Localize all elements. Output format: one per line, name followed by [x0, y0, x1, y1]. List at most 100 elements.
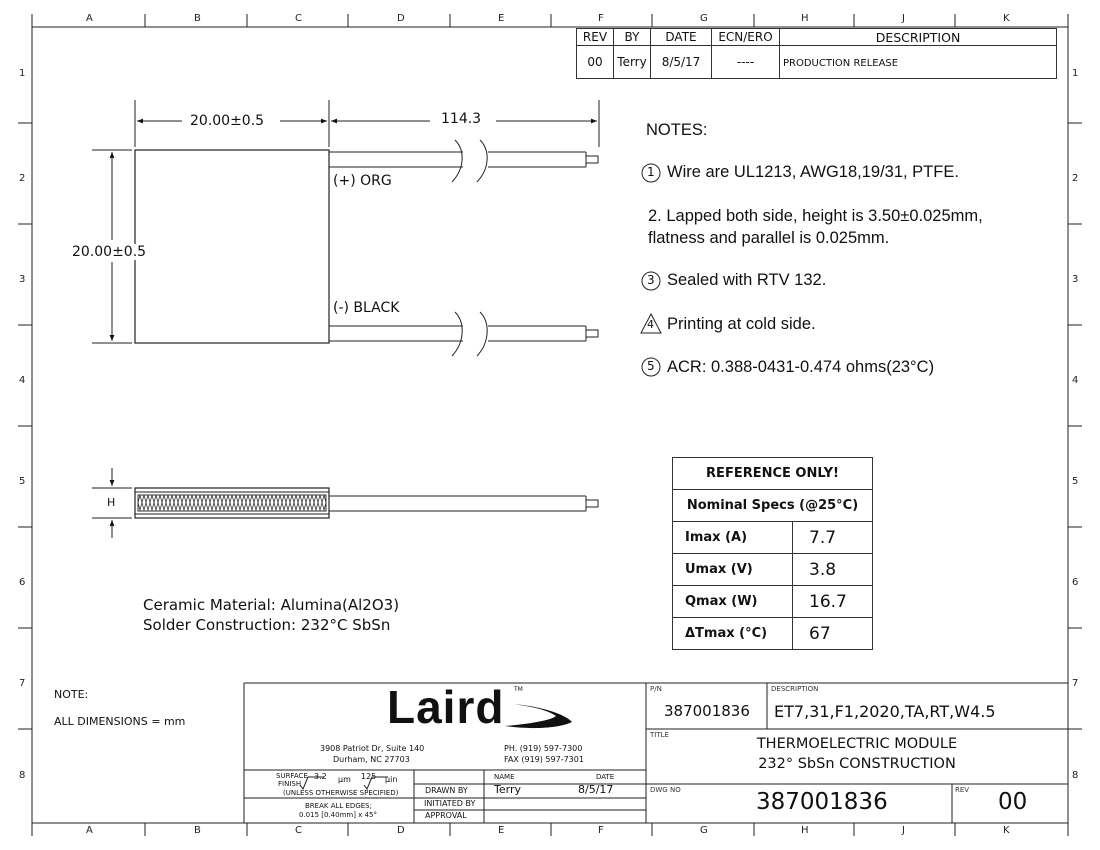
- note-2-line-1: 2. Lapped both side, height is 3.50±0.02…: [648, 207, 983, 225]
- zone-col-d-top: D: [397, 13, 405, 24]
- zone-col-j-top: J: [902, 13, 905, 24]
- zone-col-g-top: G: [700, 13, 708, 24]
- date-header: DATE: [650, 28, 712, 46]
- negative-wire: [329, 311, 599, 357]
- zone-row-7-right: 7: [1072, 678, 1079, 689]
- by-header: BY: [613, 28, 651, 46]
- zone-col-a-top: A: [86, 13, 93, 24]
- company-fax: FAX (919) 597-7301: [504, 755, 584, 764]
- zone-col-b-bottom: B: [194, 825, 201, 836]
- note-5: ACR: 0.388-0431-0.474 ohms(23°C): [667, 358, 935, 376]
- spec-value: 16.7: [792, 585, 873, 618]
- thickness-dimension: H: [107, 496, 116, 509]
- spec-row: Umax (V) 3.8: [672, 553, 873, 586]
- drawn-by-value: Terry: [494, 783, 521, 796]
- revision-block: REV BY DATE ECN/ERO DESCRIPTION 00 Terry…: [576, 28, 1057, 79]
- height-dimension: 20.00±0.5: [72, 244, 147, 260]
- finish-label: FINISH: [278, 780, 302, 788]
- note-4-marker: 4: [647, 318, 654, 331]
- zone-row-1-left: 1: [19, 68, 26, 79]
- negative-wire-label: (-) BLACK: [333, 300, 400, 316]
- company-address-1: 3908 Patriot Dr, Suite 140: [320, 744, 425, 753]
- note-2-line-2: flatness and parallel is 0.025mm.: [648, 229, 890, 247]
- note-4: Printing at cold side.: [667, 315, 816, 333]
- zone-col-a-bottom: A: [86, 825, 93, 836]
- zone-row-5-right: 5: [1072, 476, 1079, 487]
- spec-row: Qmax (W) 16.7: [672, 585, 873, 618]
- zone-col-c-top: C: [295, 13, 302, 24]
- positive-wire: [329, 139, 599, 183]
- finish-value-imperial: 125: [361, 772, 377, 781]
- description-value: PRODUCTION RELEASE: [779, 45, 1057, 79]
- module-side-view: [92, 468, 599, 538]
- spec-value: 7.7: [792, 521, 873, 554]
- zone-row-8-left: 8: [19, 770, 26, 781]
- date-value: 8/5/17: [650, 45, 712, 79]
- initiated-by-label: INITIATED BY: [424, 799, 476, 808]
- specs-subtitle: Nominal Specs (@25°C): [672, 489, 873, 522]
- description-label: DESCRIPTION: [771, 685, 819, 693]
- laird-logo-swoosh: [505, 704, 572, 729]
- zone-row-3-left: 3: [19, 274, 26, 285]
- note-5-marker: 5: [647, 359, 655, 373]
- zone-col-e-top: E: [498, 13, 505, 24]
- pn-label: P/N: [650, 685, 662, 693]
- unless-specified: (UNLESS OTHERWISE SPECIFIED): [283, 789, 399, 797]
- zone-col-b-top: B: [194, 13, 201, 24]
- zone-ticks: [18, 14, 1082, 836]
- spec-row: ΔTmax (°C) 67: [672, 617, 873, 650]
- drawing-title-line-1: THERMOELECTRIC MODULE: [756, 736, 958, 752]
- note-1: Wire are UL1213, AWG18,19/31, PTFE.: [667, 163, 959, 181]
- date-header: DATE: [596, 773, 615, 781]
- name-header: NAME: [494, 773, 515, 781]
- finish-value-metric: 3.2: [314, 772, 327, 781]
- break-edges: BREAK ALL EDGES;: [305, 802, 372, 810]
- zone-col-h-bottom: H: [801, 825, 809, 836]
- rev-label: REV: [955, 786, 970, 794]
- zone-col-f-bottom: F: [598, 825, 604, 836]
- zone-col-k-bottom: K: [1003, 825, 1010, 836]
- ceramic-material: Ceramic Material: Alumina(Al2O3): [143, 596, 400, 614]
- drawing-number: 387001836: [756, 789, 888, 815]
- general-note-title: NOTE:: [54, 688, 89, 701]
- description-header: DESCRIPTION: [779, 28, 1057, 46]
- zone-col-j-bottom: J: [902, 825, 905, 836]
- zone-row-5-left: 5: [19, 476, 26, 487]
- zone-row-2-right: 2: [1072, 173, 1079, 184]
- title-block-lines: [243, 682, 1068, 823]
- surface-label: SURFACE: [276, 772, 308, 780]
- general-note-dimensions: ALL DIMENSIONS = mm: [54, 715, 186, 728]
- drawn-by-label: DRAWN BY: [425, 786, 468, 795]
- company-phone: PH. (919) 597-7300: [504, 744, 583, 753]
- zone-col-h-top: H: [801, 13, 809, 24]
- break-edges-value: 0.015 [0.40mm] x 45°: [299, 811, 377, 819]
- zone-col-c-bottom: C: [295, 825, 302, 836]
- zone-row-8-right: 8: [1072, 770, 1079, 781]
- laird-logo: Laird: [387, 681, 505, 733]
- by-value: Terry: [613, 45, 651, 79]
- note-1-marker: 1: [647, 165, 655, 179]
- spec-label: Qmax (W): [672, 585, 793, 618]
- title-label: TITLE: [650, 731, 669, 739]
- finish-unit-metric: µm: [338, 775, 351, 784]
- part-description: ET7,31,F1,2020,TA,RT,W4.5: [774, 702, 996, 721]
- spec-label: Umax (V): [672, 553, 793, 586]
- notes-title: NOTES:: [646, 121, 708, 139]
- rev-value: 00: [576, 45, 614, 79]
- laird-trademark: TM: [514, 686, 523, 693]
- zone-col-f-top: F: [598, 13, 604, 24]
- spec-label: Imax (A): [672, 521, 793, 554]
- lead-length-dimension: 114.3: [441, 111, 482, 127]
- approval-label: APPROVAL: [425, 811, 467, 820]
- ecn-value: ----: [711, 45, 780, 79]
- ecn-header: ECN/ERO: [711, 28, 780, 46]
- company-address-2: Durham, NC 27703: [333, 755, 410, 764]
- zone-row-6-right: 6: [1072, 577, 1079, 588]
- spec-label: ΔTmax (°C): [672, 617, 793, 650]
- solder-construction: Solder Construction: 232°C SbSn: [143, 616, 391, 634]
- drawing-title-line-2: 232° SbSn CONSTRUCTION: [758, 756, 956, 772]
- finish-unit-imperial: µin: [385, 775, 398, 784]
- module-top-view: [134, 149, 330, 344]
- drawn-date-value: 8/5/17: [578, 783, 614, 796]
- zone-col-e-bottom: E: [498, 825, 505, 836]
